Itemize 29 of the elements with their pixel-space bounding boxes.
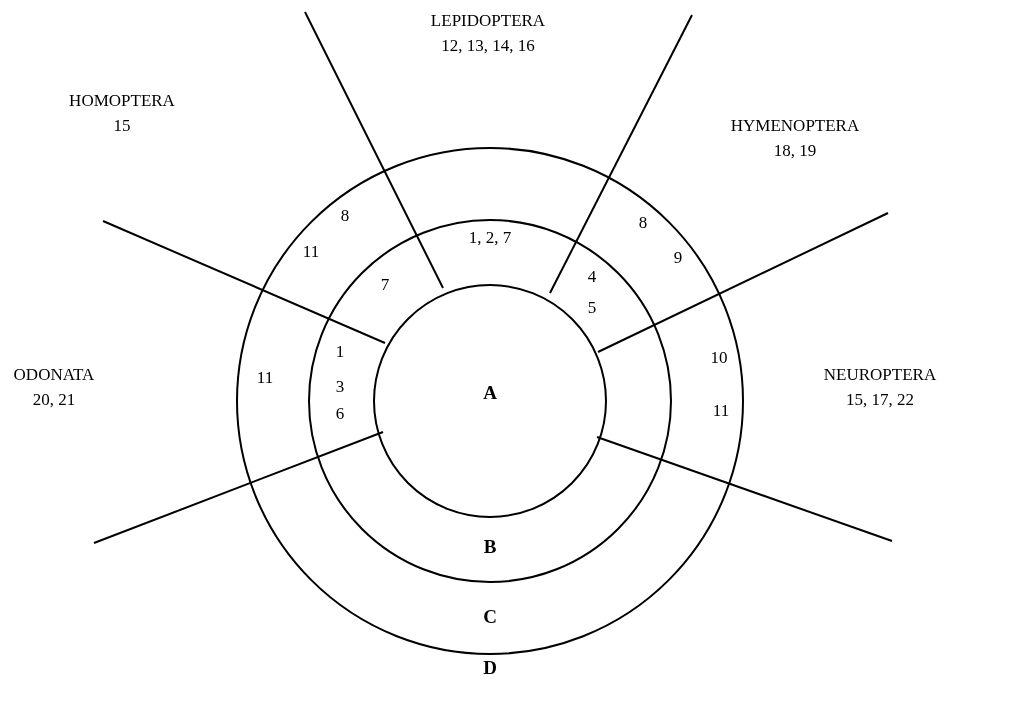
order-name: HOMOPTERA bbox=[69, 91, 175, 109]
reference-number: 6 bbox=[335, 404, 345, 422]
reference-number: 15 bbox=[113, 116, 131, 134]
zone-letter: A bbox=[483, 382, 497, 402]
reference-number: 8 bbox=[340, 206, 350, 224]
reference-number: 5 bbox=[587, 298, 597, 316]
reference-numbers: 15, 17, 22 bbox=[846, 390, 914, 408]
reference-number: 11 bbox=[302, 242, 320, 260]
reference-numbers: 20, 21 bbox=[32, 390, 76, 408]
order-name: LEPIDOPTERA bbox=[430, 11, 546, 29]
reference-number: 10 bbox=[710, 348, 728, 366]
order-name: NEUROPTERA bbox=[823, 365, 937, 383]
zone-letter: C bbox=[483, 606, 497, 626]
reference-number: 1 bbox=[335, 342, 345, 360]
reference-number: 4 bbox=[587, 267, 597, 285]
order-name: ODONATA bbox=[13, 365, 95, 383]
zone-letter: D bbox=[483, 657, 497, 677]
reference-number: 7 bbox=[380, 275, 390, 293]
reference-number: 3 bbox=[335, 377, 345, 395]
reference-number: 11 bbox=[712, 401, 730, 419]
reference-numbers: 12, 13, 14, 16 bbox=[441, 36, 535, 54]
reference-numbers: 18, 19 bbox=[773, 141, 817, 159]
reference-number: 8 bbox=[638, 213, 648, 231]
reference-number: 9 bbox=[673, 248, 683, 266]
reference-number: 11 bbox=[256, 368, 274, 386]
zone-letter: B bbox=[483, 536, 497, 556]
reference-numbers: 1, 2, 7 bbox=[468, 228, 512, 246]
ring-circle bbox=[236, 147, 744, 655]
order-name: HYMENOPTERA bbox=[730, 116, 860, 134]
